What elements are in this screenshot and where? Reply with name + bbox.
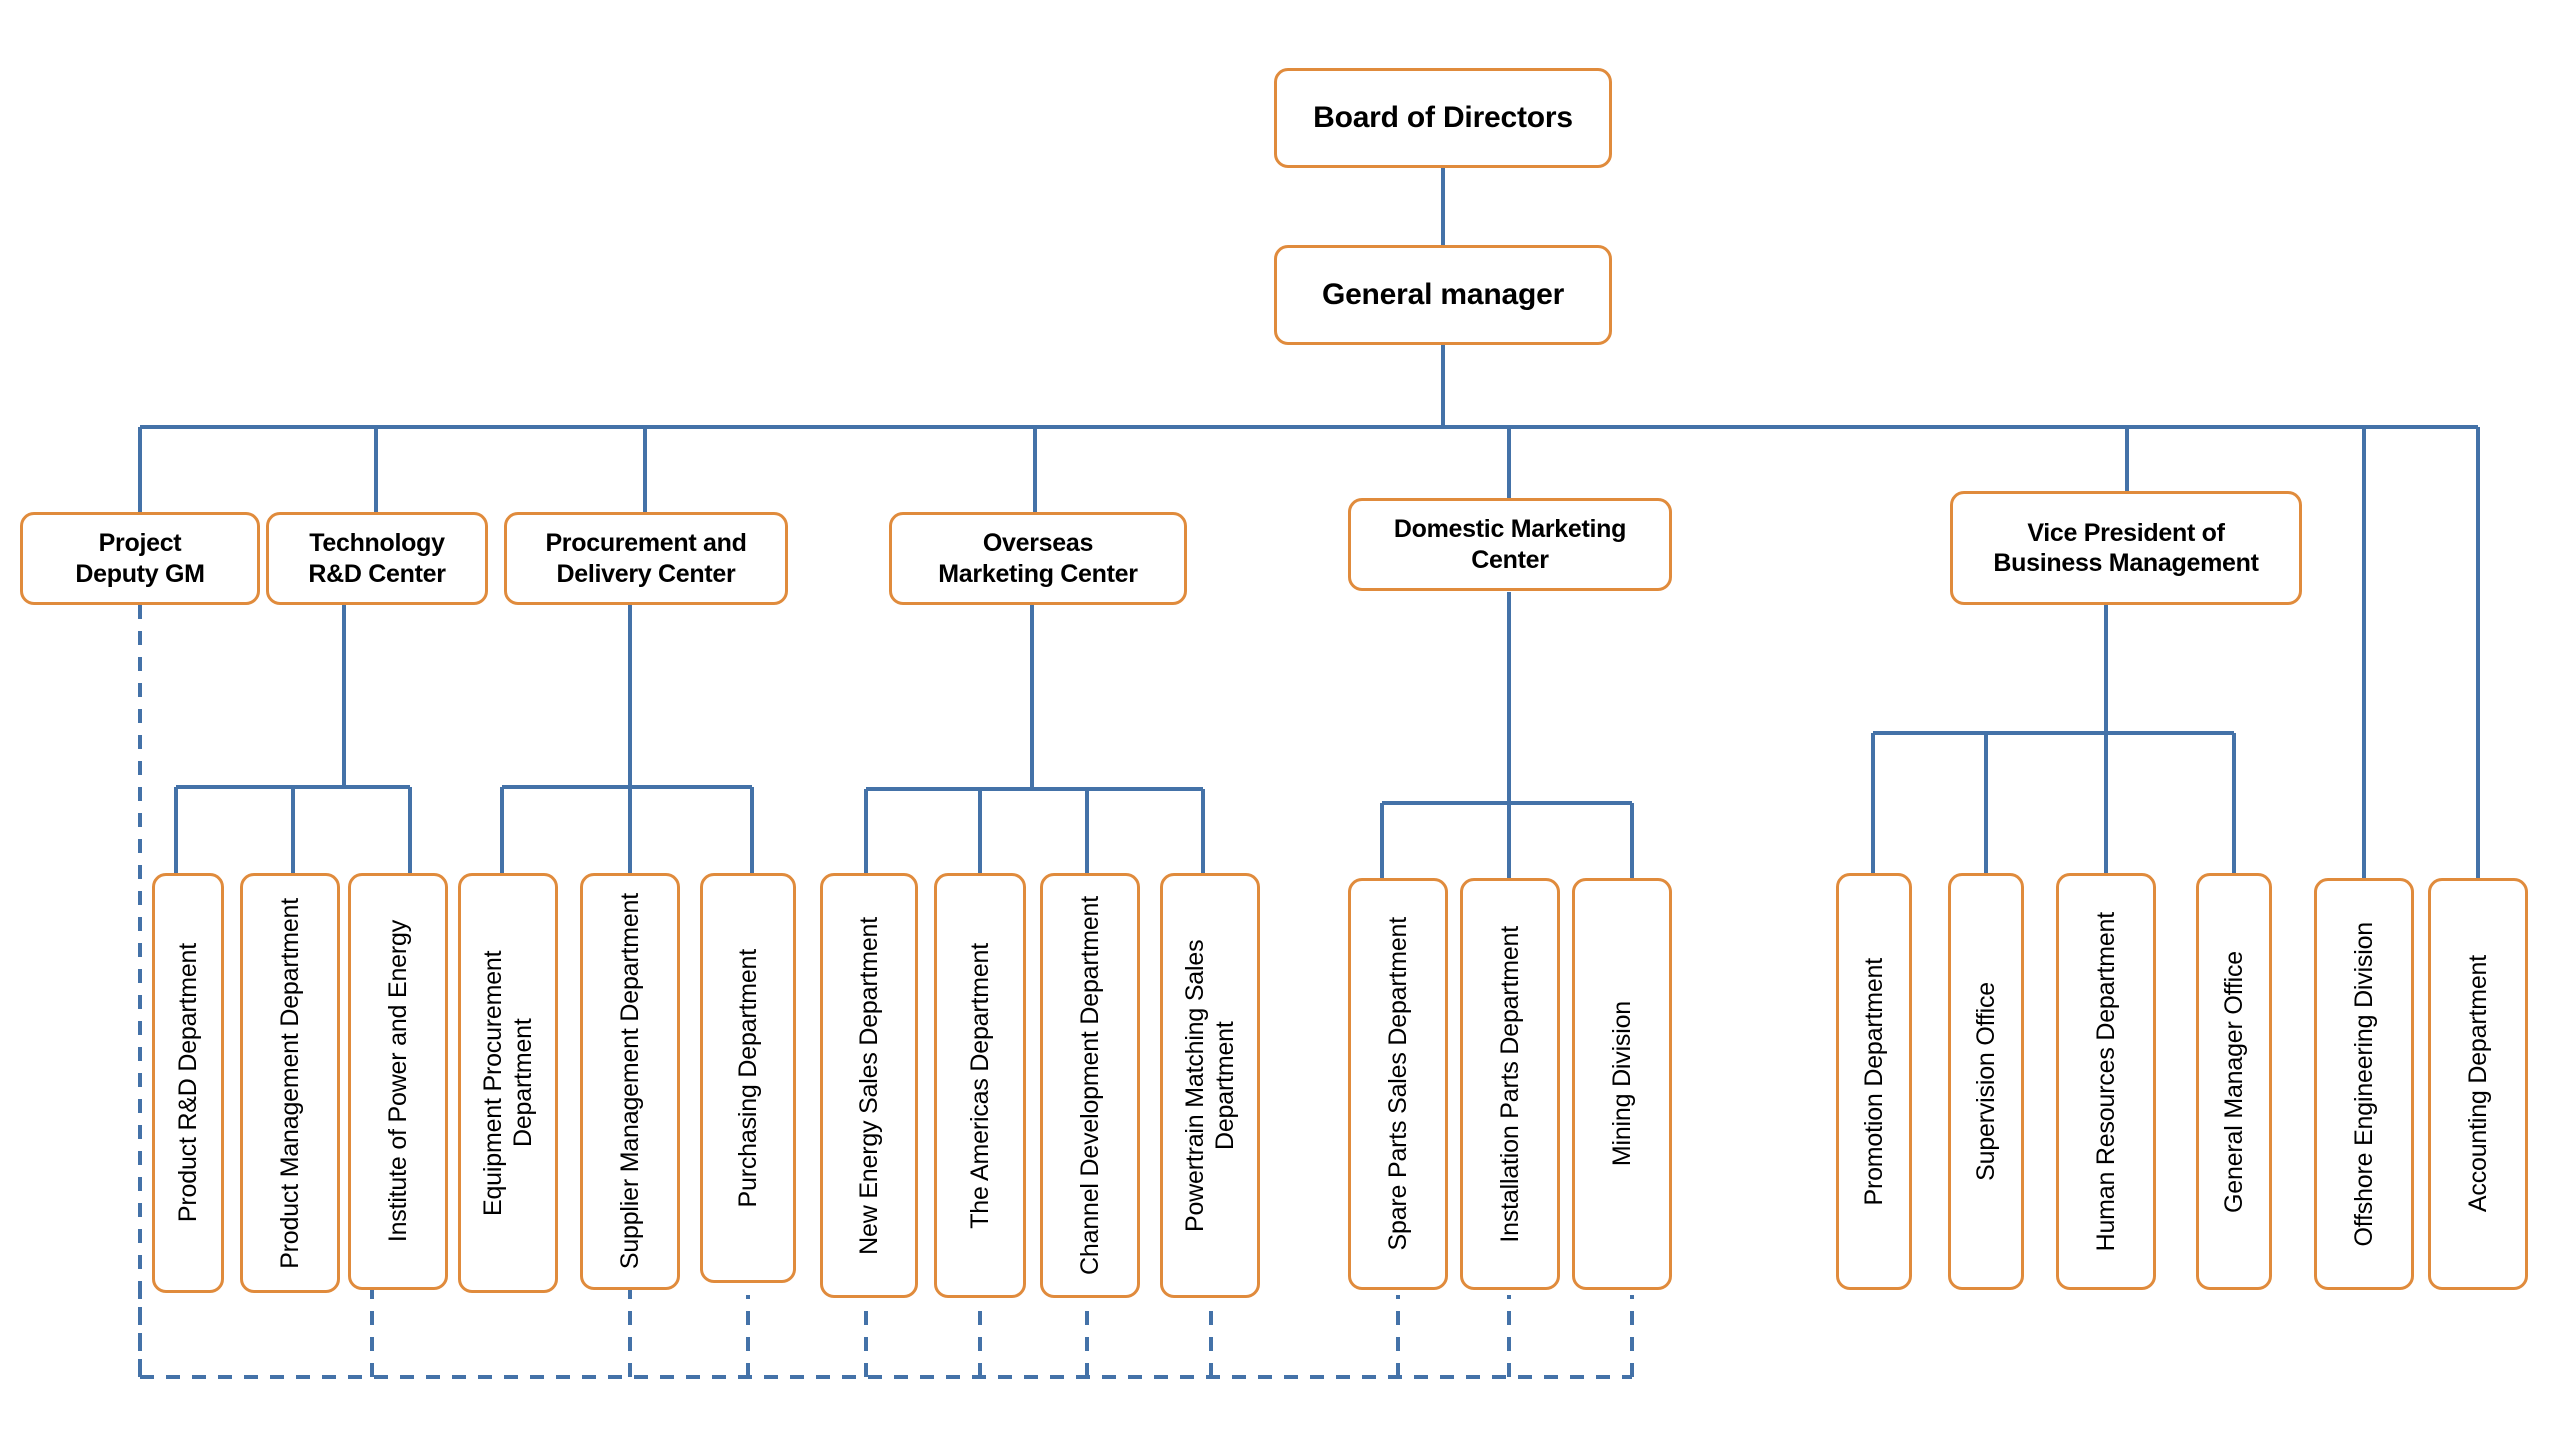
- node-supplier-management-department[interactable]: Supplier Management Department: [580, 873, 680, 1290]
- node-label: Vice President of Business Management: [1993, 518, 2259, 578]
- node-channel-development-department[interactable]: Channel Development Department: [1040, 873, 1140, 1298]
- node-label: Supplier Management Department: [616, 893, 644, 1270]
- node-label: Supervision Office: [1972, 982, 2000, 1181]
- node-general-manager[interactable]: General manager: [1274, 245, 1612, 345]
- node-domestic-marketing-center[interactable]: Domestic Marketing Center: [1348, 498, 1672, 591]
- node-mining-division[interactable]: Mining Division: [1572, 878, 1672, 1290]
- node-procurement-delivery-center[interactable]: Procurement and Delivery Center: [504, 512, 788, 605]
- node-offshore-engineering-division[interactable]: Offshore Engineering Division: [2314, 878, 2414, 1290]
- node-label: Installation Parts Department: [1496, 925, 1524, 1243]
- node-label: General Manager Office: [2220, 950, 2248, 1213]
- node-label: Project Deputy GM: [75, 529, 205, 588]
- node-overseas-marketing-center[interactable]: Overseas Marketing Center: [889, 512, 1187, 605]
- node-label: Procurement and Delivery Center: [545, 529, 747, 588]
- node-institute-power-energy[interactable]: Institute of Power and Energy: [348, 873, 448, 1290]
- node-product-management-department[interactable]: Product Management Department: [240, 873, 340, 1293]
- node-label: The Americas Department: [966, 942, 994, 1229]
- node-label: Institute of Power and Energy: [384, 920, 412, 1243]
- node-label: Product Management Department: [276, 897, 304, 1269]
- node-board-of-directors[interactable]: Board of Directors: [1274, 68, 1612, 168]
- node-accounting-department[interactable]: Accounting Department: [2428, 878, 2528, 1290]
- node-label: Mining Division: [1608, 1001, 1636, 1167]
- node-vp-business-management[interactable]: Vice President of Business Management: [1950, 491, 2302, 605]
- node-new-energy-sales-department[interactable]: New Energy Sales Department: [820, 873, 918, 1298]
- node-label: Equipment Procurement Department: [479, 950, 537, 1216]
- node-label: Board of Directors: [1313, 100, 1573, 134]
- node-human-resources-department[interactable]: Human Resources Department: [2056, 873, 2156, 1290]
- node-label: General manager: [1321, 277, 1565, 311]
- node-label: Technology R&D Center: [308, 529, 446, 588]
- node-label: Human Resources Department: [2092, 911, 2120, 1252]
- node-label: Offshore Engineering Division: [2350, 921, 2378, 1247]
- node-powertrain-matching-sales-department[interactable]: Powertrain Matching Sales Department: [1160, 873, 1260, 1298]
- node-supervision-office[interactable]: Supervision Office: [1948, 873, 2024, 1290]
- node-label: Product R&D Department: [174, 943, 202, 1223]
- node-general-manager-office[interactable]: General Manager Office: [2196, 873, 2272, 1290]
- node-installation-parts-department[interactable]: Installation Parts Department: [1460, 878, 1560, 1290]
- node-project-deputy-gm[interactable]: Project Deputy GM: [20, 512, 260, 605]
- node-equipment-procurement-department[interactable]: Equipment Procurement Department: [458, 873, 558, 1293]
- node-spare-parts-sales-department[interactable]: Spare Parts Sales Department: [1348, 878, 1448, 1290]
- node-label: Accounting Department: [2464, 955, 2492, 1213]
- node-label: Spare Parts Sales Department: [1384, 917, 1412, 1251]
- node-label: Powertrain Matching Sales Department: [1181, 939, 1239, 1232]
- node-label: Overseas Marketing Center: [938, 529, 1138, 588]
- node-label: Channel Development Department: [1076, 896, 1104, 1275]
- node-label: Domestic Marketing Center: [1393, 515, 1627, 574]
- node-label: New Energy Sales Department: [855, 916, 883, 1255]
- node-the-americas-department[interactable]: The Americas Department: [934, 873, 1026, 1298]
- node-label: Promotion Department: [1860, 957, 1888, 1206]
- node-purchasing-department[interactable]: Purchasing Department: [700, 873, 796, 1283]
- node-promotion-department[interactable]: Promotion Department: [1836, 873, 1912, 1290]
- node-label: Purchasing Department: [734, 948, 762, 1208]
- node-product-rd-department[interactable]: Product R&D Department: [152, 873, 224, 1293]
- node-technology-rd-center[interactable]: Technology R&D Center: [266, 512, 488, 605]
